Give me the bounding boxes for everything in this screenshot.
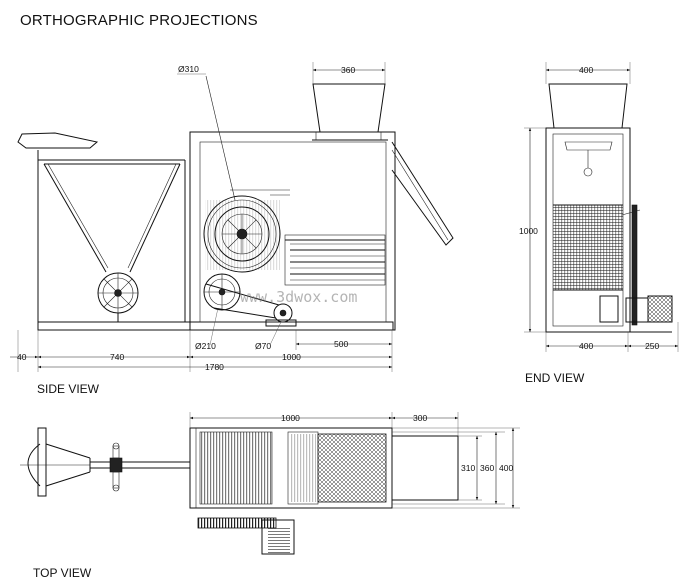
dim-top-body: 1000 — [281, 413, 300, 423]
dim-pulley-small: Ø210 — [195, 341, 216, 351]
watermark-text: www.3dwox.com — [240, 288, 357, 306]
end-view-label: END VIEW — [525, 371, 585, 385]
dim-top-w3: 400 — [499, 463, 513, 473]
dim-feed-length: 740 — [110, 352, 124, 362]
side-discharge-chute — [391, 141, 454, 246]
end-view: 400 1000 400 250 END VIEW — [519, 62, 679, 385]
end-motor — [647, 295, 673, 323]
dim-end-motor: 250 — [645, 341, 659, 351]
dim-hopper-side: 360 — [341, 65, 355, 75]
dim-body-length: 1000 — [282, 352, 301, 362]
side-hopper — [312, 83, 388, 141]
end-hopper — [548, 83, 628, 129]
top-discharge-chute — [391, 435, 459, 501]
side-view-label: SIDE VIEW — [37, 382, 100, 396]
top-view-label: TOP VIEW — [33, 566, 92, 580]
side-drive-belt — [205, 283, 280, 319]
dim-outlet: 500 — [334, 339, 348, 349]
top-motor — [268, 526, 290, 554]
dim-top-w1: 310 — [461, 463, 475, 473]
side-feed-trough — [17, 132, 186, 322]
side-view: www.3dwox.com Ø310 360 Ø210 Ø70 500 40 7… — [10, 62, 454, 396]
top-view: 1000 300 310 360 400 TOP VIEW — [20, 412, 520, 580]
dim-total-length: 1780 — [205, 362, 224, 372]
dim-height: 1000 — [519, 226, 538, 236]
dim-top-w2: 360 — [480, 463, 494, 473]
dim-end-base: 400 — [579, 341, 593, 351]
side-main-housing — [189, 131, 396, 331]
dim-pulley-motor: Ø70 — [255, 341, 271, 351]
drawing-title: ORTHOGRAPHIC PROJECTIONS — [20, 12, 258, 29]
dim-left-offset: 40 — [17, 352, 27, 362]
top-sieve-mesh — [317, 433, 387, 503]
side-left-pulley — [97, 272, 139, 322]
side-base-rail — [37, 321, 394, 331]
dim-top-chute: 300 — [413, 413, 427, 423]
dim-hopper-end: 400 — [579, 65, 593, 75]
top-feed-hopper — [20, 427, 191, 497]
side-large-pulley — [203, 195, 281, 273]
side-cutter-drum — [230, 189, 386, 286]
side-motor-pulley — [265, 303, 297, 327]
dim-pulley-large: Ø310 — [178, 64, 199, 74]
